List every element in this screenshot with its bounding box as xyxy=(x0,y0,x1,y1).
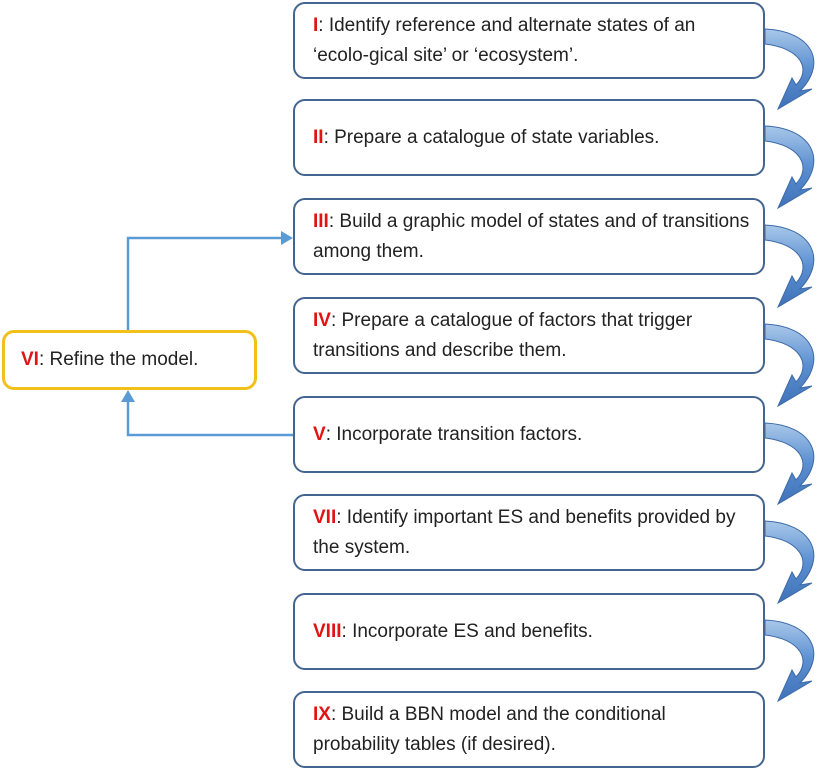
curved-arrow-4 xyxy=(764,323,815,408)
step-i-box: I: Identify reference and alternate stat… xyxy=(293,2,765,79)
step-description: : Build a BBN model and the conditional … xyxy=(313,703,666,755)
curved-arrow-6 xyxy=(764,520,815,605)
step-text: VIII: Incorporate ES and benefits. xyxy=(313,617,593,647)
refine-description: : Refine the model. xyxy=(38,349,199,370)
step-description: : Prepare a catalogue of factors that tr… xyxy=(313,309,693,361)
step-description: : Identify reference and alternate state… xyxy=(313,14,696,66)
step-viii-box: VIII: Incorporate ES and benefits. xyxy=(293,593,765,670)
curved-arrow-1 xyxy=(764,28,815,111)
step-numeral: IV xyxy=(313,309,331,331)
step-text: II: Prepare a catalogue of state variabl… xyxy=(313,123,659,153)
curved-arrows xyxy=(764,28,815,703)
step-text: V: Incorporate transition factors. xyxy=(313,420,582,450)
curved-arrow-3 xyxy=(764,224,815,309)
step-text: IV: Prepare a catalogue of factors that … xyxy=(313,306,751,366)
step-description: : Build a graphic model of states and of… xyxy=(313,210,750,262)
step-vi-refine-box: VI: Refine the model. xyxy=(2,330,257,390)
refine-numeral: VI xyxy=(21,349,39,370)
feedback-arrowhead-right xyxy=(281,231,293,245)
step-text: III: Build a graphic model of states and… xyxy=(313,207,751,267)
refine-text: VI: Refine the model. xyxy=(21,349,198,371)
step-numeral: III xyxy=(313,210,329,232)
step-ix-box: IX: Build a BBN model and the conditiona… xyxy=(293,691,765,768)
step-numeral: V xyxy=(313,423,326,445)
step-numeral: IX xyxy=(313,703,331,725)
feedback-line-vi-to-iii xyxy=(126,236,283,330)
step-text: I: Identify reference and alternate stat… xyxy=(313,11,751,71)
step-description: : Incorporate ES and benefits. xyxy=(341,620,593,642)
step-description: : Identify important ES and benefits pro… xyxy=(313,506,736,558)
step-ii-box: II: Prepare a catalogue of state variabl… xyxy=(293,99,765,176)
step-numeral: I xyxy=(313,14,319,36)
curved-arrow-2 xyxy=(764,125,815,210)
curved-arrow-5 xyxy=(764,422,815,506)
step-numeral: II xyxy=(313,126,324,148)
step-numeral: VIII xyxy=(313,620,342,642)
curved-arrow-7 xyxy=(764,619,815,703)
step-iii-box: III: Build a graphic model of states and… xyxy=(293,198,765,275)
feedback-arrowhead-up xyxy=(121,390,135,402)
step-v-box: V: Incorporate transition factors. xyxy=(293,396,765,473)
step-vii-box: VII: Identify important ES and benefits … xyxy=(293,494,765,571)
step-description: : Prepare a catalogue of state variables… xyxy=(323,126,660,148)
step-iv-box: IV: Prepare a catalogue of factors that … xyxy=(293,297,765,374)
step-description: : Incorporate transition factors. xyxy=(325,423,583,445)
step-numeral: VII xyxy=(313,506,337,528)
step-text: IX: Build a BBN model and the conditiona… xyxy=(313,700,751,760)
feedback-line-v-to-vi xyxy=(126,400,293,437)
step-text: VII: Identify important ES and benefits … xyxy=(313,503,751,563)
